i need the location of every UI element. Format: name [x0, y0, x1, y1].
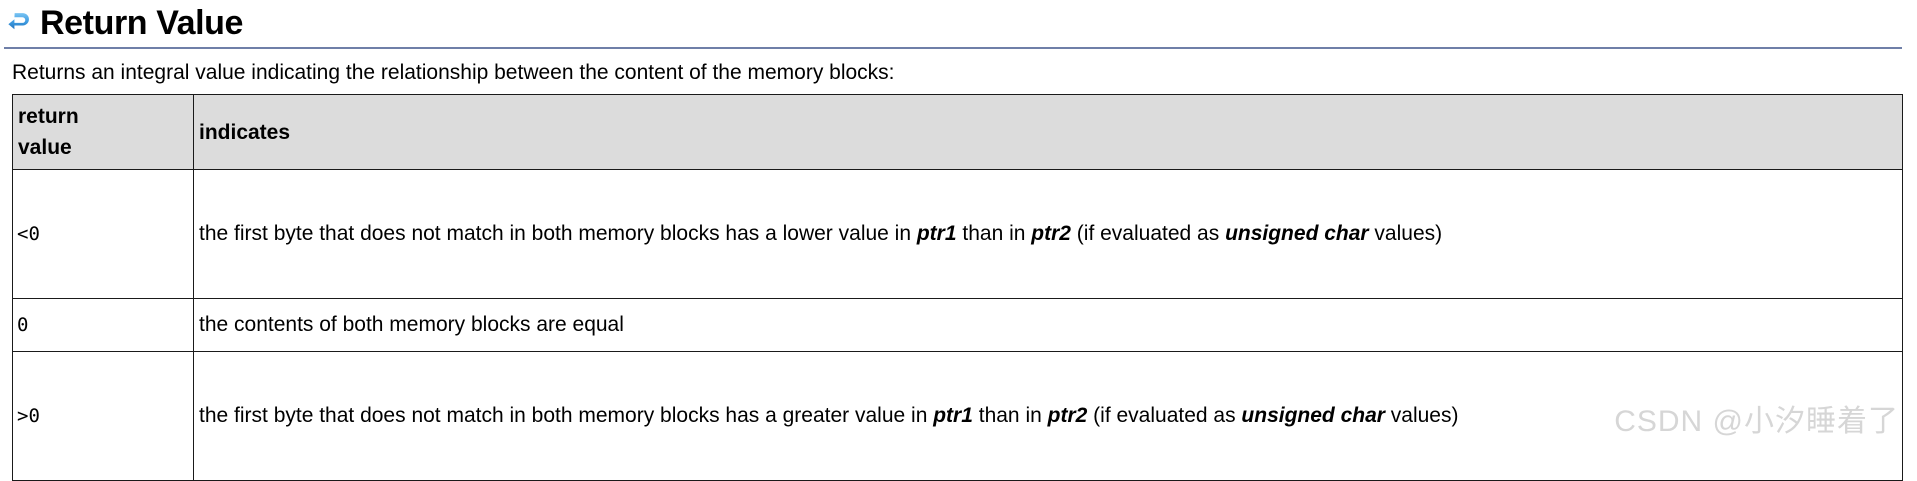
cell-return-value: >0 [12, 351, 194, 481]
return-value-table: return value indicates <0 the first byte… [12, 94, 1903, 481]
return-arrow-icon [4, 8, 34, 38]
table-body: <0 the first byte that does not match in… [12, 169, 1903, 481]
cell-indicates: the contents of both memory blocks are e… [193, 298, 1903, 352]
intro-text: Returns an integral value indicating the… [12, 61, 895, 84]
table-row: <0 the first byte that does not match in… [12, 169, 1903, 299]
column-header-return-value-line2: value [18, 136, 72, 159]
page-title: Return Value [40, 4, 244, 42]
table-header-row: return value indicates [12, 94, 1903, 170]
table-row: 0 the contents of both memory blocks are… [12, 298, 1903, 352]
table-row: >0 the first byte that does not match in… [12, 351, 1903, 481]
cell-indicates: the first byte that does not match in bo… [193, 169, 1903, 299]
cell-indicates: the first byte that does not match in bo… [193, 351, 1903, 481]
column-header-return-value-line1: return [18, 105, 79, 128]
column-header-return-value: return value [12, 94, 194, 170]
column-header-indicates: indicates [193, 94, 1903, 170]
section-heading: Return Value [0, 0, 1917, 44]
cell-return-value: 0 [12, 298, 194, 352]
cell-return-value: <0 [12, 169, 194, 299]
heading-divider [4, 47, 1902, 49]
